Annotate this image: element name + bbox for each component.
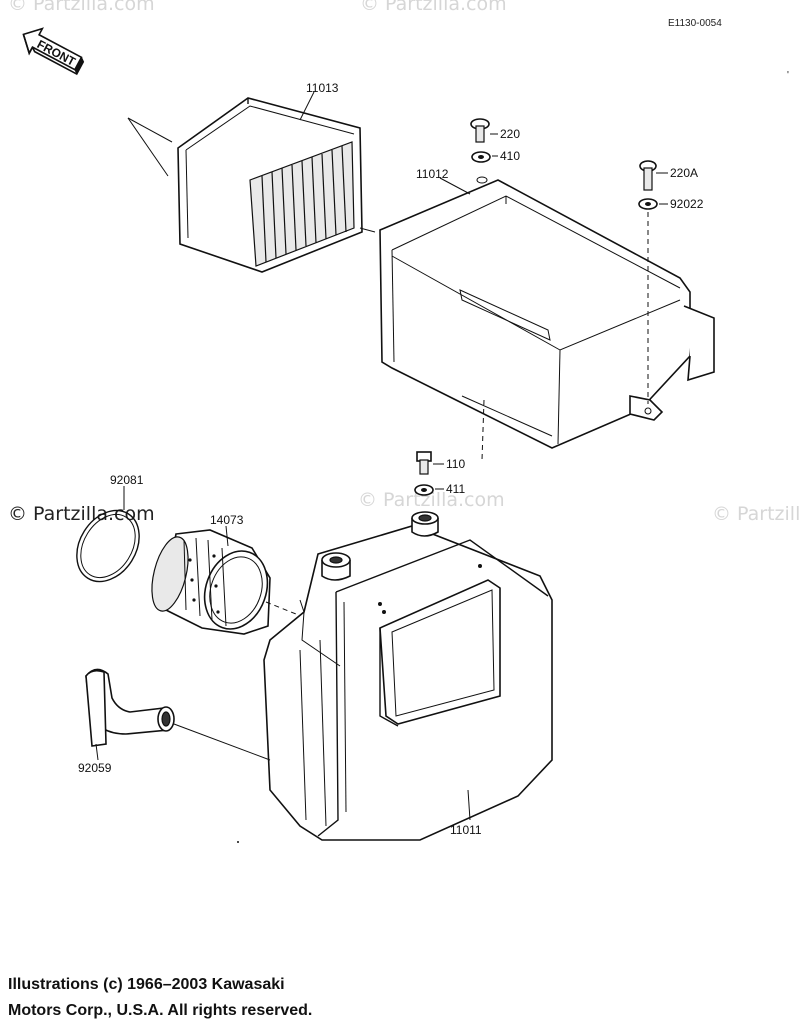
watermarks: © Partzilla.com © Partzilla.com © Partzi… [8,0,800,525]
part-410-washer: 410 [471,149,520,163]
watermark-top-left: © Partzilla.com [8,0,155,15]
part-110-bolt: 110 [416,451,465,475]
watermark-left: © Partzilla.com [8,503,155,525]
callout-220A: 220A [670,166,698,180]
boss-left [321,552,351,581]
edge-mark: ' [787,70,789,81]
part-220A-screw: 220A [639,160,698,191]
part-220-screw: 220 [470,118,520,143]
part-11013-filter-element: 11013 [127,81,376,273]
front-badge-label: FRONT [35,37,79,69]
copyright-line-2: Motors Corp., U.S.A. All rights reserved… [8,1002,313,1019]
callout-92081: 92081 [110,473,144,487]
alignment-line-center [481,399,485,461]
callout-92022: 92022 [670,197,704,211]
watermark-top: © Partzilla.com [360,0,507,15]
copyright-notice: Illustrations (c) 1966–2003 Kawasaki Mot… [8,972,528,1024]
front-arrow-icon: FRONT [22,27,85,76]
callout-92059: 92059 [78,761,112,775]
callout-11011: 11011 [450,823,482,837]
callout-110: 110 [446,457,465,471]
watermark-right: © Partzilla.com [712,503,800,525]
callout-11012: 11012 [416,167,449,181]
copyright-line-1: Illustrations (c) 1966–2003 Kawasaki [8,976,285,993]
watermark-center: © Partzilla.com [358,489,505,511]
part-14073-duct: 14073 [151,513,297,635]
part-11011-air-case: 11011 [263,511,553,841]
callout-410: 410 [500,149,520,163]
callout-11013: 11013 [306,81,339,95]
part-11012-cover: 11012 [379,167,715,449]
callout-14073: 14073 [210,513,244,527]
part-92022-washer: 92022 [638,197,704,211]
part-411-washer: 411 [414,482,465,496]
boss-right [411,511,439,537]
part-92081-o-ring: 92081 [76,473,144,583]
callout-220: 220 [500,127,520,141]
part-92059-hose: 92059 [78,668,271,775]
callout-411: 411 [446,482,465,496]
diagram-code: E1130-0054 [668,18,722,29]
